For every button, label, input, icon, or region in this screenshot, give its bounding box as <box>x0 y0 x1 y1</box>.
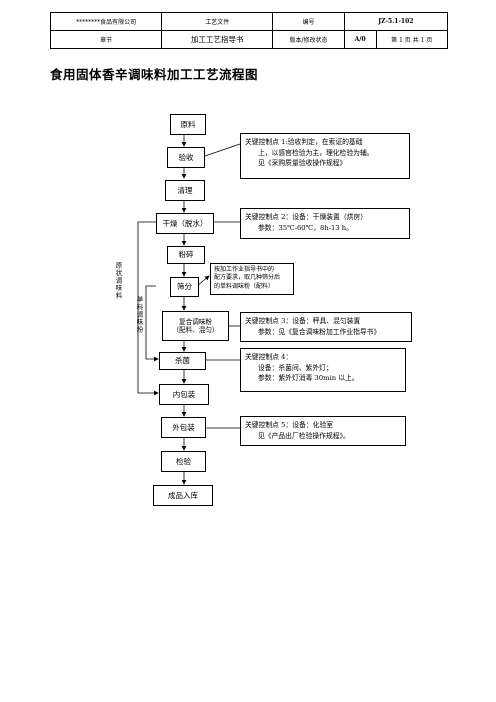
side-label-raw-seasoning: 原状调味料 <box>114 262 122 300</box>
step-test: 检验 <box>161 451 206 472</box>
header-table: ********食品有限公司 工艺文件 编号 JZ-5.1-102 章节 加工工… <box>49 12 449 49</box>
guide-line3: 的单料调味粉（配料） <box>214 282 275 290</box>
step-crush: 粉碎 <box>167 246 205 264</box>
cp2-line2: 参数：35℃-60℃，8h-13 h。 <box>258 223 353 232</box>
guide-connector <box>196 275 210 287</box>
step-outer-pack: 外包装 <box>161 417 206 438</box>
cp3-line1: 关键控制点 3：设备：秤具、混匀装置 <box>245 317 361 325</box>
step-inspect: 验收 <box>167 147 205 168</box>
step-clean: 清理 <box>165 180 205 201</box>
cp5-line2: 见《产品出厂检验操作规程》。 <box>258 431 350 440</box>
step-sieve: 筛分 <box>170 277 199 297</box>
step-inner-pack: 内包装 <box>159 384 209 405</box>
cp4-line3: 参数：紫外灯消毒 30min 以上。 <box>258 374 359 383</box>
bypass-raw-seasoning <box>137 221 159 396</box>
cp5-line1: 关键控制点 5：设备：化验室 <box>245 421 334 429</box>
version-value: A/0 <box>343 30 377 49</box>
step-raw: 原料 <box>170 114 206 135</box>
note-control-point-3: 关键控制点 3：设备：秤具、混匀装置 参数：见《复合调味粉加工作业指导书》 <box>240 312 412 342</box>
page-title: 食用固体香辛调味料加工工艺流程图 <box>50 67 259 82</box>
note-control-point-2: 关键控制点 2：设备：干燥装置（烘房） 参数：35℃-60℃，8h-13 h。 <box>240 208 410 239</box>
step-sterilize: 杀菌 <box>159 352 206 370</box>
page-info: 第 1 页 共 1 页 <box>375 30 449 49</box>
note-formula-guide: 按加工作业指导书中的 配方要求，取几种筛分后 的单料调味粉（配料） <box>210 263 294 295</box>
doc-title: 加工工艺指导书 <box>161 30 274 49</box>
note-control-point-1: 关键控制点 1:验收判定，在索证的基础 上，以感官检验为主，理化检验为辅。 见《… <box>240 133 410 179</box>
cp1-line3: 见《采购质量验收操作规程》 <box>258 159 347 168</box>
cp3-line2: 参数：见《复合调味粉加工作业指导书》 <box>258 327 381 336</box>
cp1-connector <box>204 143 241 157</box>
step-compound: 复合调味粉 （配料、混匀） <box>162 311 229 341</box>
cp1-line1: 关键控制点 1:验收判定，在索证的基础 <box>245 138 363 146</box>
step-store: 成品入库 <box>153 485 213 506</box>
cp1-line2: 上，以感官检验为主，理化检验为辅。 <box>258 148 374 157</box>
note-control-point-4: 关键控制点 4： 设备：杀菌间、紫外灯； 参数：紫外灯消毒 30min 以上。 <box>240 348 406 392</box>
bypass-single-seasoning <box>145 285 159 362</box>
step-dry: 干燥（脱水） <box>156 213 214 234</box>
cp4-line1: 关键控制点 4： <box>245 353 293 361</box>
guide-line2: 配方要求，取几种筛分后 <box>214 274 281 282</box>
side-label-single-seasoning: 单料调味粉 <box>135 296 143 334</box>
guide-line1: 按加工作业指导书中的 <box>214 266 275 273</box>
note-control-point-5: 关键控制点 5：设备：化验室 见《产品出厂检验操作规程》。 <box>240 416 406 446</box>
version-label: 版本/修改状态 <box>272 30 345 49</box>
cp2-line1: 关键控制点 2：设备：干燥装置（烘房） <box>245 213 368 221</box>
step-compound-line2: （配料、混匀） <box>172 326 219 334</box>
cp4-line2: 设备：杀菌间、紫外灯； <box>258 363 333 372</box>
step-compound-line1: 复合调味粉 <box>179 317 212 326</box>
